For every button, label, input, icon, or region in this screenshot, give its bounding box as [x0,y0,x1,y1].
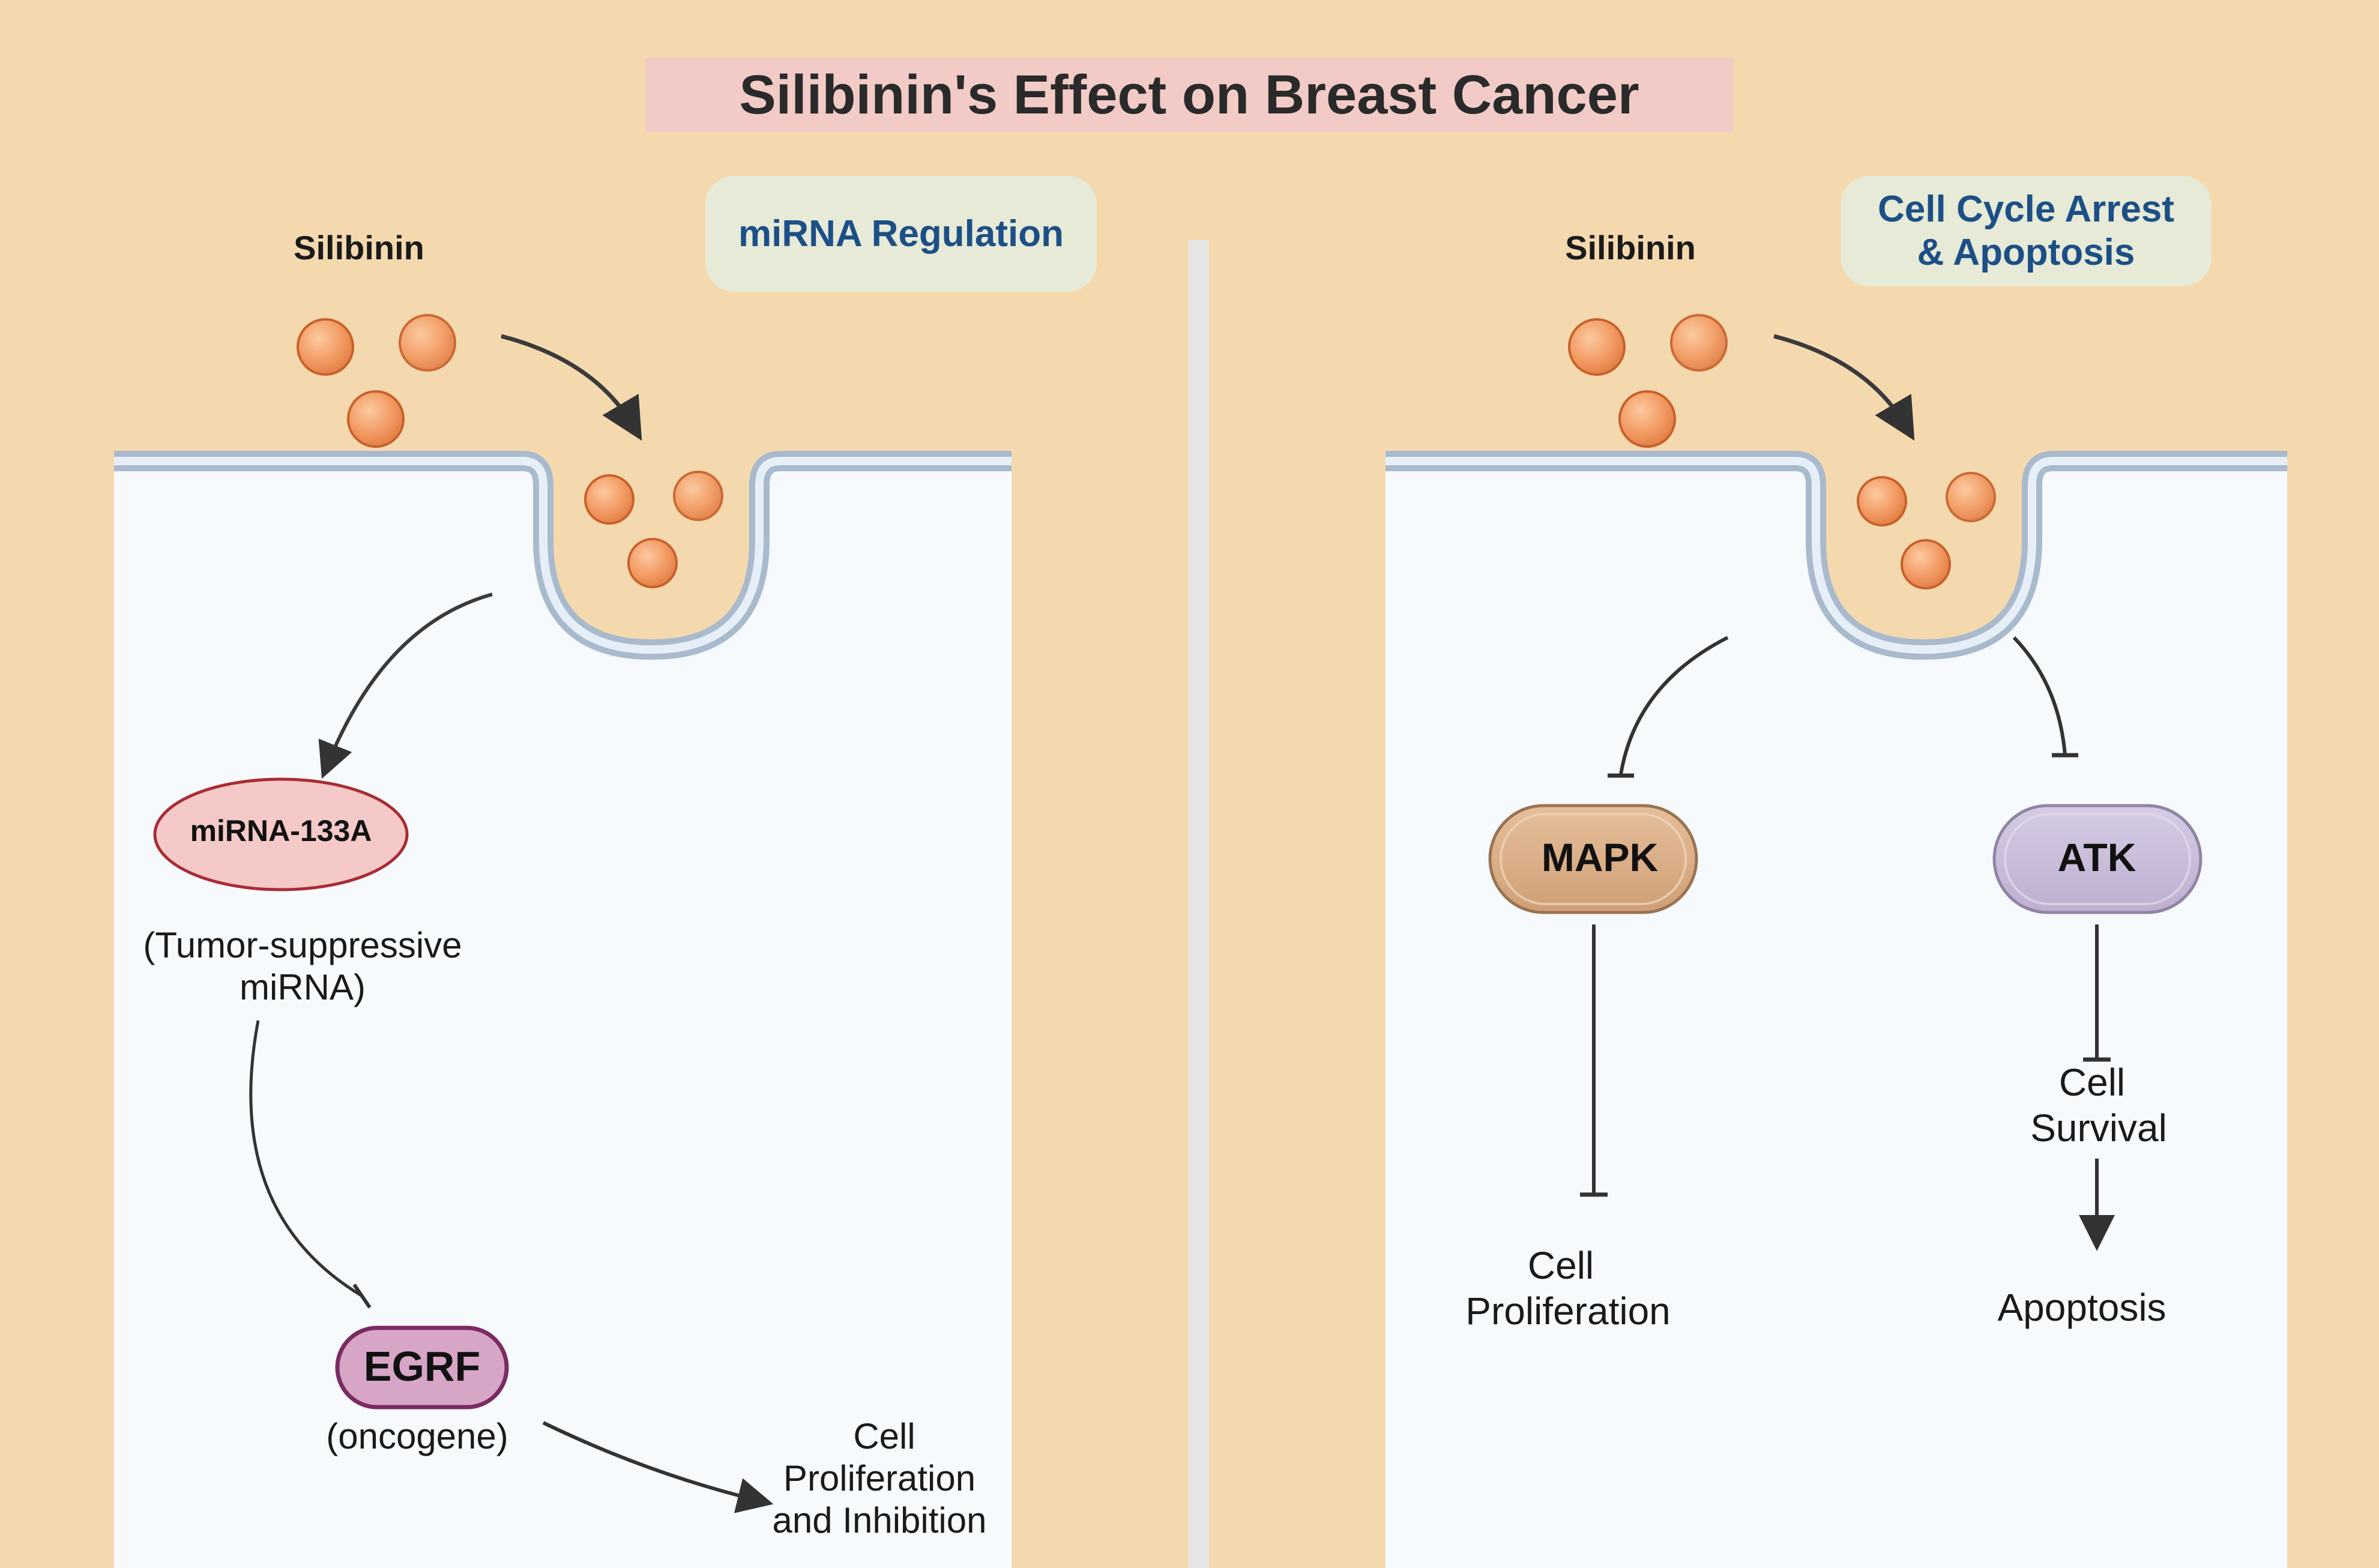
mirna-inhibits-egfr [249,1020,364,1298]
egfr-label: EGRF [363,1343,481,1390]
left-internalized-molecules [584,471,723,588]
page-title: Silibinin's Effect on Breast Cancer [739,64,1639,125]
egfr-node [335,1325,509,1410]
mapk-outcome-line1: Cell [1527,1244,1594,1287]
right-internalized-molecules [1857,472,1996,590]
left-pit-to-mirna-arrow [318,593,493,779]
mirna-133a-node [153,777,409,891]
survival-line2: Survival [2030,1106,2167,1150]
mirna-note-line2: miRNA) [240,967,366,1007]
left-silibinin-molecules [297,314,456,448]
right-drug-label: Silibinin [1565,229,1696,267]
right-entry-arrow [1773,334,1915,441]
right-tag-line2: & Apoptosis [1917,232,2135,273]
egfr-to-outcome-arrow [542,1421,774,1513]
atk-node [1992,804,2203,914]
right-tag-line1: Cell Cycle Arrest [1878,188,2174,230]
right-silibinin-molecules [1568,314,1728,448]
survival-line1: Cell [2058,1061,2126,1104]
panel-divider [1189,240,1209,1568]
left-outcome-line3: and Inhibition [772,1500,987,1540]
left-drug-label: Silibinin [294,229,424,267]
mapk-label: MAPK [1541,835,1659,879]
right-cell [1385,451,2287,1568]
title-banner: Silibinin's Effect on Breast Cancer [645,58,1733,132]
mapk-outcome-line2: Proliferation [1465,1289,1671,1333]
left-outcome-line2: Proliferation [783,1458,976,1498]
apoptosis-label: Apoptosis [1997,1286,2166,1329]
mirna-label: miRNA-133A [190,814,372,848]
left-cell [114,451,1012,1568]
right-tag: Cell Cycle Arrest & Apoptosis [1841,176,2212,286]
egfr-note: (oncogene) [326,1416,508,1456]
left-outcome-line1: Cell [853,1416,915,1456]
left-tag-label: miRNA Regulation [738,213,1064,255]
pit-inhibits-atk [2012,636,2067,756]
mirna-note-line1: (Tumor-suppressive [143,925,462,965]
atk-label: ATK [2057,835,2136,879]
left-tag: miRNA Regulation [705,176,1097,292]
left-entry-arrow [501,334,642,441]
pit-inhibits-mapk [1619,636,1729,775]
mapk-node [1488,804,1698,914]
